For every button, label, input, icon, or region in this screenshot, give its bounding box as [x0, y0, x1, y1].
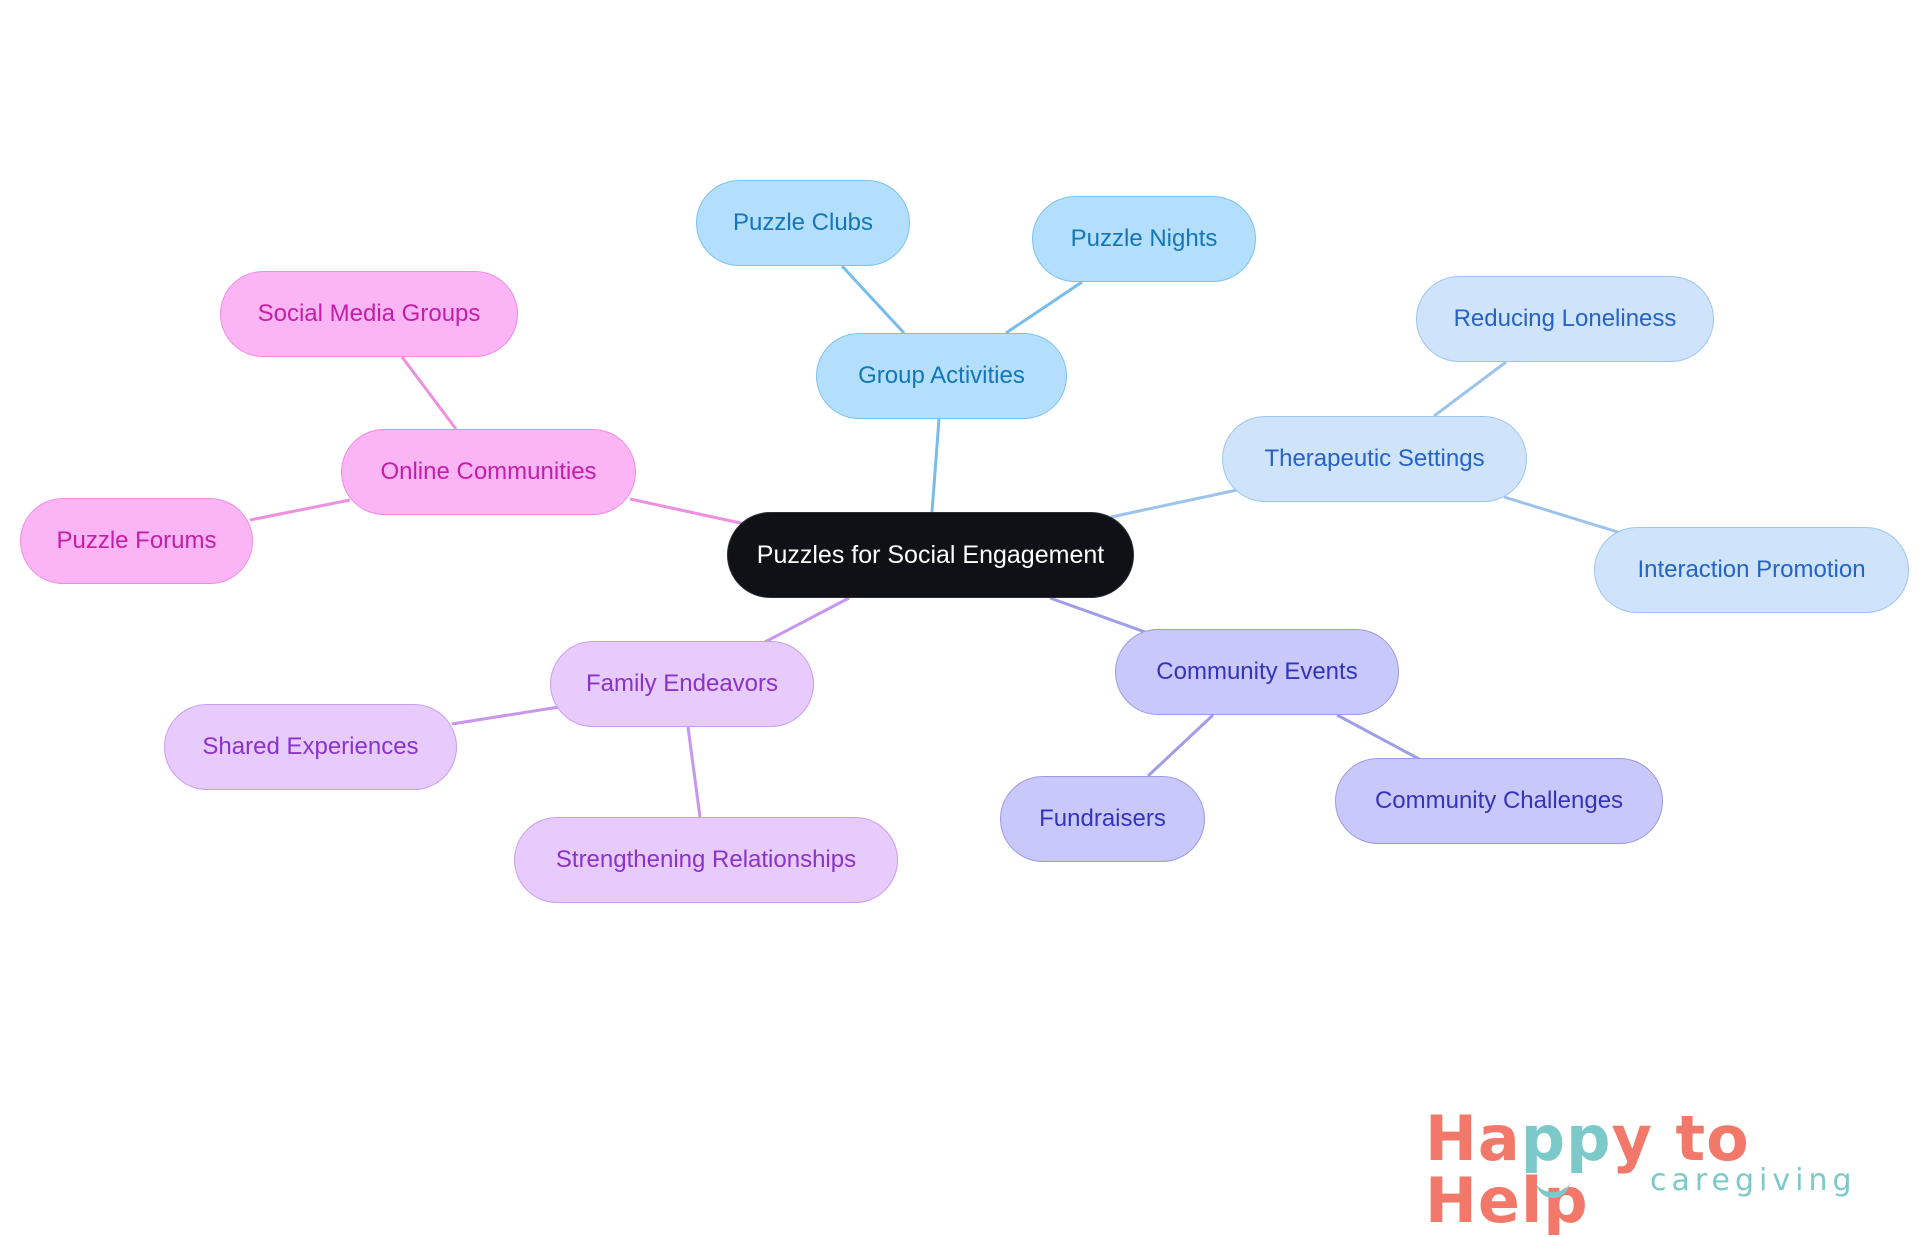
root-node: Puzzles for Social Engagement [727, 512, 1134, 598]
smile-icon [1536, 1178, 1570, 1198]
leaf-node-label: Reducing Loneliness [1453, 305, 1677, 332]
leaf-node-label: Interaction Promotion [1637, 556, 1866, 583]
leaf-node-label: Community Challenges [1374, 787, 1624, 814]
branch-node-group-activities: Group Activities [816, 333, 1067, 419]
leaf-node-puzzle-forums: Puzzle Forums [20, 498, 253, 584]
leaf-node-puzzle-clubs: Puzzle Clubs [696, 180, 910, 266]
leaf-node-shared-experiences: Shared Experiences [164, 704, 457, 790]
edge-root-therapeutic-settings [1110, 488, 1238, 519]
leaf-node-label: Puzzle Nights [1070, 225, 1218, 252]
leaf-node-social-media-groups: Social Media Groups [220, 271, 518, 357]
edge-root-family-endeavors [764, 596, 850, 644]
leaf-node-fundraisers: Fundraisers [1000, 776, 1205, 862]
edge-community-events-fundraisers [1146, 713, 1215, 778]
logo-happy-text: Happy [1425, 1102, 1653, 1175]
edge-family-endeavors-shared-experiences [451, 705, 560, 726]
root-node-label: Puzzles for Social Engagement [756, 540, 1105, 569]
edge-root-online-communities [629, 497, 746, 526]
edge-online-communities-social-media-groups [400, 356, 458, 430]
branch-node-label: Online Communities [380, 458, 597, 485]
leaf-node-interaction-promotion: Interaction Promotion [1594, 527, 1909, 613]
branch-node-label: Family Endeavors [585, 670, 779, 697]
leaf-node-label: Puzzle Clubs [732, 209, 874, 236]
edge-group-activities-puzzle-nights [1005, 280, 1083, 335]
logo-tagline: caregiving [1650, 1163, 1857, 1198]
edge-community-events-community-challenges [1336, 713, 1422, 762]
edge-therapeutic-settings-reducing-loneliness [1433, 360, 1507, 418]
branch-node-community-events: Community Events [1115, 629, 1399, 715]
leaf-node-label: Fundraisers [1039, 805, 1166, 832]
leaf-node-label: Strengthening Relationships [555, 846, 857, 873]
leaf-node-label: Puzzle Forums [56, 527, 217, 554]
edge-online-communities-puzzle-forums [249, 498, 351, 522]
branch-node-therapeutic-settings: Therapeutic Settings [1222, 416, 1527, 502]
brand-logo: Happy to Help caregiving [1425, 1108, 1885, 1232]
branch-node-label: Group Activities [858, 362, 1025, 389]
branch-node-online-communities: Online Communities [341, 429, 636, 515]
edge-family-endeavors-strengthening-relationships [686, 726, 702, 818]
leaf-node-label: Social Media Groups [257, 300, 481, 327]
leaf-node-puzzle-nights: Puzzle Nights [1032, 196, 1256, 282]
edge-therapeutic-settings-interaction-promotion [1503, 495, 1622, 535]
edge-root-group-activities [930, 418, 941, 513]
edge-group-activities-puzzle-clubs [840, 264, 906, 335]
branch-node-family-endeavors: Family Endeavors [550, 641, 814, 727]
leaf-node-reducing-loneliness: Reducing Loneliness [1416, 276, 1714, 362]
edge-root-community-events [1049, 596, 1146, 634]
leaf-node-label: Shared Experiences [202, 733, 419, 760]
leaf-node-community-challenges: Community Challenges [1335, 758, 1663, 844]
leaf-node-strengthening-relationships: Strengthening Relationships [514, 817, 898, 903]
branch-node-label: Community Events [1156, 658, 1358, 685]
branch-node-label: Therapeutic Settings [1264, 445, 1485, 472]
